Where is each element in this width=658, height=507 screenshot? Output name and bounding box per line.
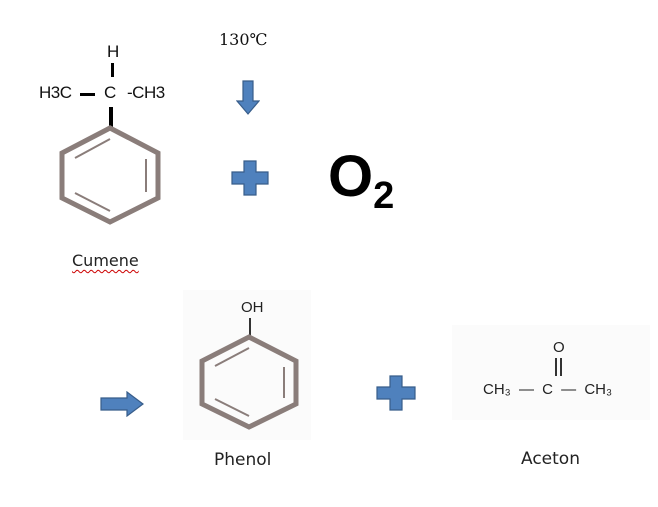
aceton-right-bond: — bbox=[561, 381, 577, 398]
cumene-center-carbon: C bbox=[104, 83, 117, 102]
aceton-name: Aceton bbox=[521, 449, 580, 469]
cumene-left-group: H3C bbox=[39, 83, 72, 102]
oxygen-subscript: 2 bbox=[373, 175, 395, 217]
aceton-left-methyl: CH₃ bbox=[483, 381, 511, 398]
cumene-benzene-ring bbox=[59, 125, 161, 225]
aceton-oxygen-atom: O bbox=[553, 339, 565, 356]
aceton-center-carbon: C bbox=[542, 381, 553, 398]
cumene-ring-bond bbox=[109, 107, 113, 129]
plus-icon bbox=[231, 160, 269, 196]
phenol-benzene-ring bbox=[199, 334, 299, 430]
aceton-formula-row: CH₃ — C — CH₃ bbox=[483, 381, 612, 398]
aceton-right-methyl: CH₃ bbox=[584, 381, 613, 398]
down-arrow-icon bbox=[236, 80, 260, 115]
phenol-oh-group: OH bbox=[241, 299, 264, 316]
oxygen-formula: O2 bbox=[328, 148, 394, 218]
cumene-h-bond bbox=[111, 63, 114, 77]
cumene-h-atom: H bbox=[107, 42, 120, 61]
aceton-double-bond bbox=[555, 358, 557, 376]
temperature-label: 130℃ bbox=[219, 30, 268, 49]
oxygen-symbol: O bbox=[328, 144, 374, 209]
phenol-oh-bond bbox=[249, 318, 251, 336]
plus-icon-products bbox=[376, 375, 416, 411]
cumene-name: Cumene bbox=[72, 251, 139, 270]
cumene-structure: H H3C C -CH3 Cumene bbox=[0, 0, 200, 280]
cumene-left-bond bbox=[80, 93, 95, 96]
right-arrow-icon bbox=[100, 391, 144, 417]
aceton-left-bond: — bbox=[518, 381, 534, 398]
cumene-right-group: -CH3 bbox=[127, 83, 165, 102]
aceton-panel bbox=[452, 325, 650, 420]
aceton-double-bond-2 bbox=[560, 358, 562, 376]
phenol-name: Phenol bbox=[214, 450, 272, 470]
